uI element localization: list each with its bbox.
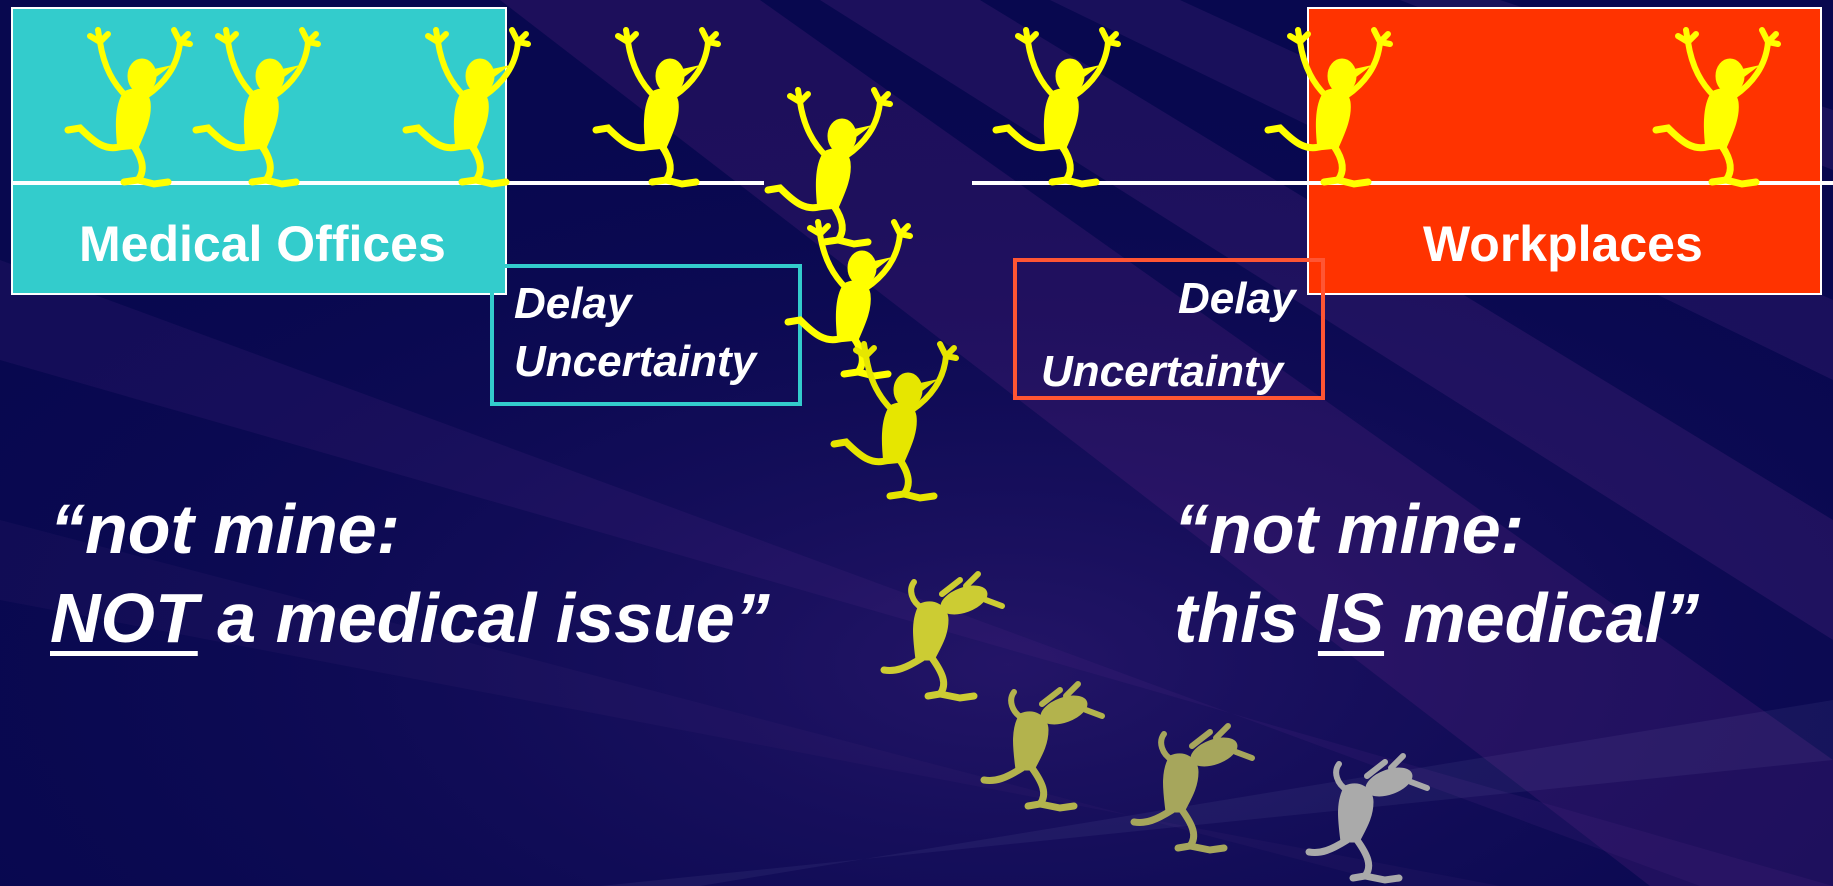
right-ledge: [972, 181, 1833, 185]
jumping-figure-5: [768, 90, 890, 244]
right-quote-pre: this: [1174, 579, 1318, 657]
medical-offices-panel: [11, 7, 507, 295]
falling-figure-1: [884, 574, 1002, 698]
jumping-figure-7: [834, 344, 956, 498]
jumping-figure-3: [406, 30, 528, 184]
jumping-figure-4: [596, 30, 718, 184]
falling-figure-2: [984, 684, 1102, 808]
right-quote-emphasis: IS: [1317, 579, 1385, 657]
right-delay-box: [1013, 258, 1325, 400]
right-uncertainty-label: Uncertainty: [1041, 347, 1284, 396]
left-quote-rest: a medical issue”: [197, 579, 770, 657]
left-ledge: [11, 181, 764, 185]
left-delay-box: [490, 264, 802, 406]
jumping-figure-2: [196, 30, 318, 184]
falling-figure-4: [1309, 756, 1427, 880]
workplaces-panel: [1307, 7, 1822, 295]
jumping-figure-10: [1656, 30, 1778, 184]
left-delay-label: Delay: [514, 279, 632, 328]
jumping-figure-8: [996, 30, 1118, 184]
right-quote-line2: this IS medical”: [1174, 583, 1699, 653]
left-uncertainty-label: Uncertainty: [514, 337, 757, 386]
jumping-figure-1: [68, 30, 190, 184]
right-delay-label: Delay: [1178, 274, 1296, 323]
jumping-figure-9: [1268, 30, 1390, 184]
right-quote-rest: medical”: [1384, 579, 1700, 657]
medical-offices-title: Medical Offices: [79, 216, 446, 272]
left-quote-emphasis: NOT: [50, 579, 198, 657]
left-quote-line2: NOT a medical issue”: [50, 583, 770, 653]
right-quote-line1: “not mine:: [1174, 490, 1524, 568]
left-quote-line1: “not mine:: [50, 490, 400, 568]
workplaces-title: Workplaces: [1423, 216, 1703, 272]
falling-figure-3: [1134, 726, 1252, 850]
